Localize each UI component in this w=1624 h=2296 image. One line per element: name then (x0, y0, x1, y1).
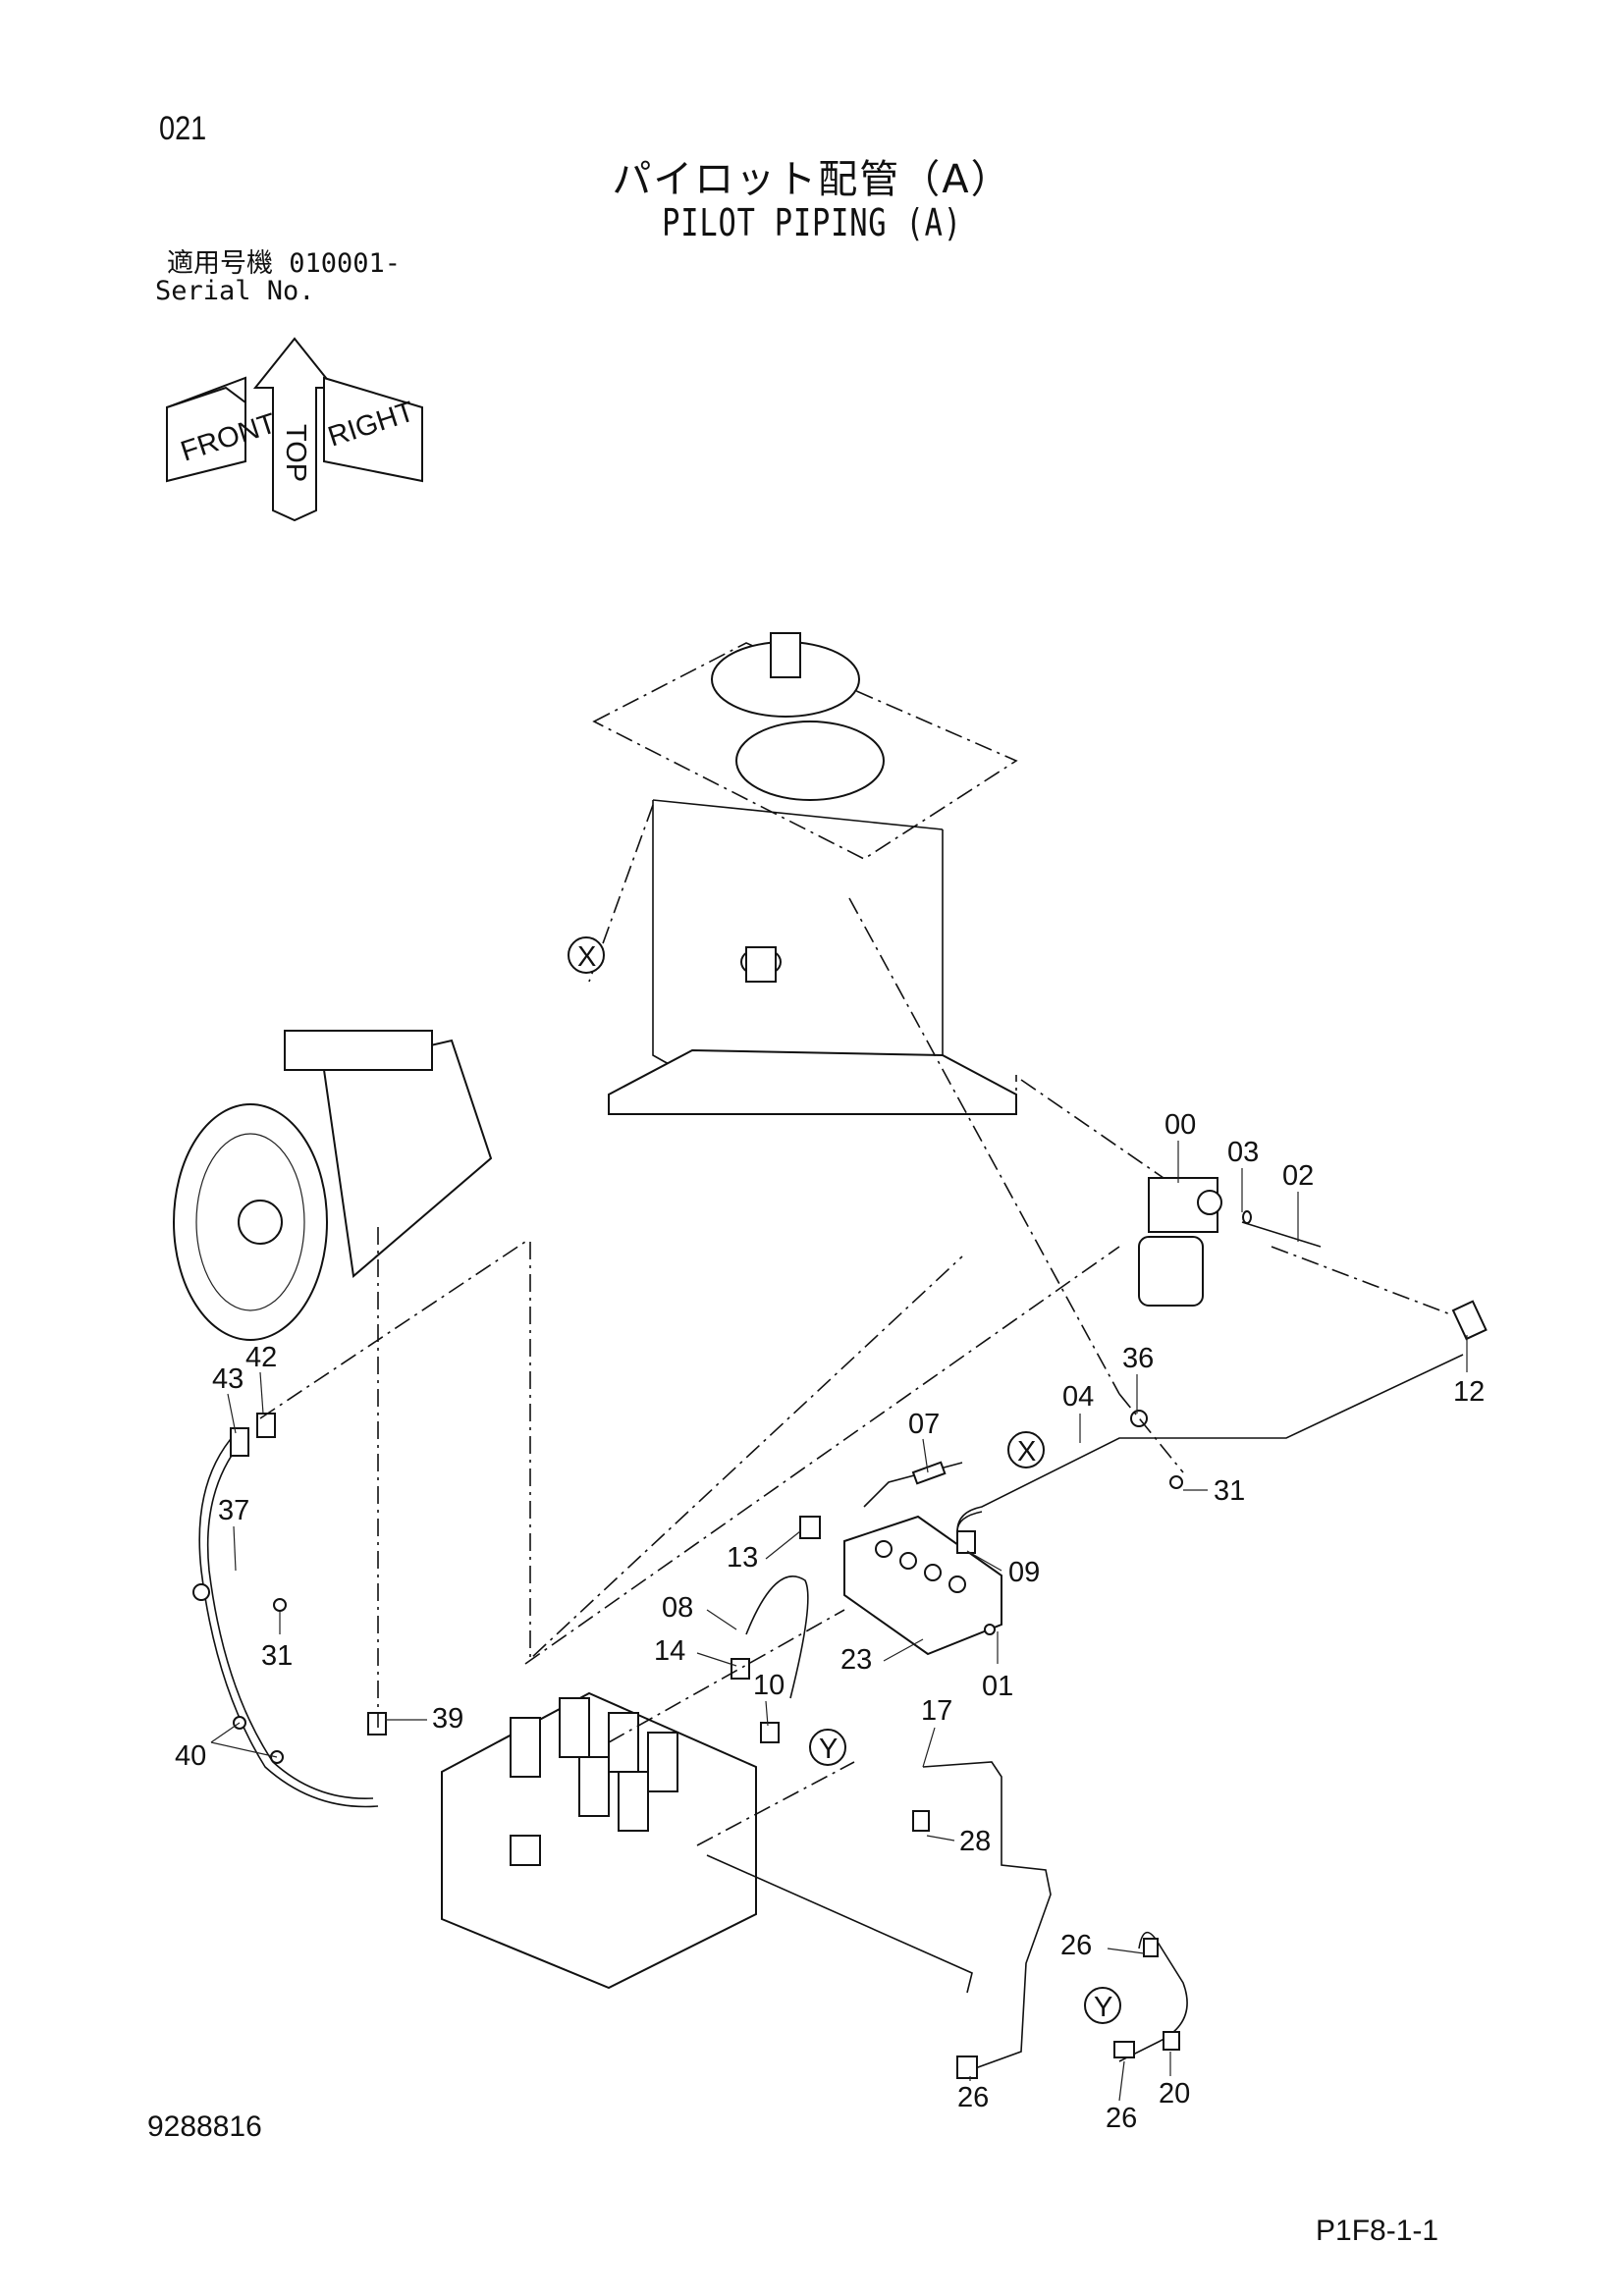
document-number: 9288816 (147, 2110, 262, 2143)
serial-label-en: Serial No. (155, 276, 315, 306)
callout-37: 37 (218, 1495, 249, 1526)
marker-y-valve-label: Y (819, 1734, 838, 1765)
callout-26-upper: 26 (1060, 1930, 1092, 1961)
callout-13: 13 (727, 1542, 758, 1574)
callout-00: 00 (1164, 1109, 1196, 1141)
callout-10: 10 (753, 1670, 785, 1701)
serial-block: 適用号機 010001- Serial No. (155, 248, 402, 305)
callout-31-left: 31 (261, 1640, 293, 1672)
callout-36: 36 (1122, 1343, 1154, 1374)
callout-07: 07 (908, 1409, 940, 1440)
callout-31-right: 31 (1214, 1475, 1245, 1507)
orientation-top-label: TOP (280, 424, 311, 482)
callout-28: 28 (959, 1826, 991, 1857)
callout-14: 14 (654, 1635, 685, 1667)
pilot-filter (1138, 1177, 1322, 1307)
callout-17: 17 (921, 1695, 952, 1727)
leader-lines (259, 804, 1454, 1846)
marker-x-hose-label: X (1017, 1436, 1036, 1468)
orientation-arrows-icon: FRONT RIGHT TOP (166, 337, 423, 522)
pilot-hoses (198, 1354, 1464, 2072)
callout-26-lower-left: 26 (957, 2082, 989, 2113)
pilot-manifold (843, 1515, 1002, 1656)
callout-labels: 00 03 02 12 36 04 07 31 13 09 08 14 23 0… (175, 1109, 1485, 2134)
title-english: PILOT PIPING (A) (662, 201, 962, 244)
callout-02: 02 (1282, 1160, 1314, 1192)
marker-x-tank: X (568, 936, 605, 974)
callout-39: 39 (432, 1703, 463, 1735)
callout-23: 23 (840, 1644, 872, 1676)
marker-y-pipe: Y (1084, 1987, 1121, 2024)
callout-42: 42 (245, 1342, 277, 1373)
callout-43: 43 (212, 1363, 244, 1395)
page-code: 021 (159, 110, 207, 147)
callout-12: 12 (1453, 1376, 1485, 1408)
hydraulic-pump (173, 1030, 493, 1341)
marker-y-valve: Y (809, 1729, 846, 1766)
hydraulic-tank (592, 632, 1018, 1115)
callout-leaders (210, 1141, 1468, 2102)
control-valve (441, 1691, 757, 1990)
callout-03: 03 (1227, 1137, 1259, 1168)
marker-x-tank-label: X (577, 941, 596, 973)
serial-label-jp: 適用号機 (167, 248, 273, 279)
marker-x-hose: X (1007, 1431, 1045, 1468)
callout-08: 08 (662, 1592, 693, 1624)
callout-01: 01 (982, 1671, 1013, 1702)
callout-40: 40 (175, 1740, 206, 1772)
fittings (192, 1300, 1488, 2079)
serial-value: 010001- (289, 248, 402, 279)
title-japanese: パイロット配管（A） (612, 157, 1012, 202)
callout-26-lower-right: 26 (1106, 2103, 1137, 2134)
callout-09: 09 (1008, 1557, 1040, 1588)
page-id: P1F8-1-1 (1316, 2215, 1439, 2247)
callout-20: 20 (1159, 2078, 1190, 2109)
callout-04: 04 (1062, 1381, 1094, 1413)
marker-y-pipe-label: Y (1094, 1992, 1112, 2023)
